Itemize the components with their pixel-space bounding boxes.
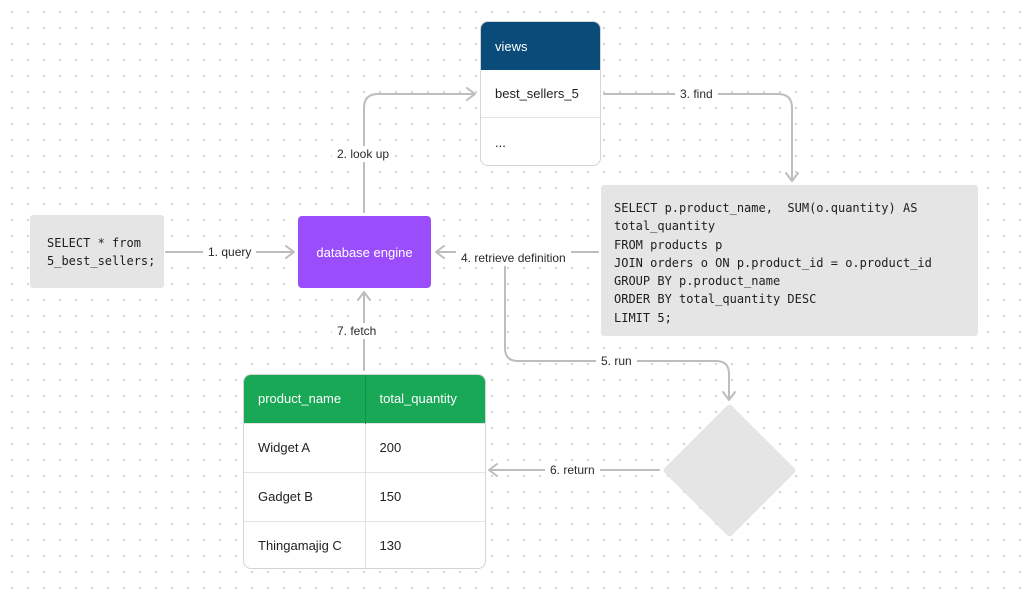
database-engine-node: database engine [298,216,431,288]
edge-fetch-arrowhead [357,291,371,301]
sql-line: LIMIT 5; [614,310,672,325]
edge-label-query: 1. query [203,244,257,260]
query-line: SELECT * from [47,235,141,250]
table-cell: Widget A [244,422,366,472]
edge-retrieve-arrowhead [435,245,445,259]
edge-query-arrowhead [285,245,295,259]
sql-line: JOIN orders o ON p.product_id = o.produc… [614,255,932,270]
table-row: Thingamajig C 130 [244,520,485,568]
result-header-row: product_name total_quantity [244,375,485,423]
edge-label-retrieve: 4. retrieve definition [456,250,571,266]
column-header: total_quantity [365,375,485,423]
edge-label-find: 3. find [675,86,718,102]
views-table: views best_sellers_5 ... [480,21,601,166]
sql-line: FROM products p [614,237,723,252]
result-table: product_name total_quantity Widget A 200… [243,374,486,569]
edge-label-fetch: 7. fetch [332,323,382,339]
view-definition-sql: SELECT p.product_name, SUM(o.quantity) A… [601,185,978,336]
edge-label-run: 5. run [596,353,637,369]
edge-label-look-up: 2. look up [332,146,395,162]
table-cell: Gadget B [244,471,366,521]
edge-return-arrowhead [488,463,498,477]
views-header: views [481,22,600,70]
sql-query-box: SELECT * from 5_best_sellers; [30,215,164,288]
edge-label-return: 6. return [545,462,600,478]
table-cell: Thingamajig C [244,520,366,568]
edge-look-up [363,93,475,213]
table-cell: 200 [365,422,485,472]
query-line: 5_best_sellers; [47,253,156,268]
table-cell: 130 [365,520,485,568]
sql-line: SELECT p.product_name, SUM(o.quantity) A… [614,201,918,215]
edge-look-up-arrowhead [466,87,476,101]
sql-line: ORDER BY total_quantity DESC [614,292,817,307]
table-row: Widget A 200 [244,422,485,472]
views-row-best-sellers: best_sellers_5 [481,70,600,118]
sql-line: GROUP BY p.product_name [614,274,781,289]
edge-find-arrowhead [785,172,799,182]
table-cell: 150 [365,471,485,521]
edge-run-arrowhead [722,391,736,401]
edge-find [603,93,793,181]
column-header: product_name [244,375,366,423]
sql-line: total_quantity [614,219,716,234]
views-row-ellipsis: ... [495,134,506,150]
table-row: Gadget B 150 [244,471,485,521]
database-engine-label: database engine [316,244,413,260]
